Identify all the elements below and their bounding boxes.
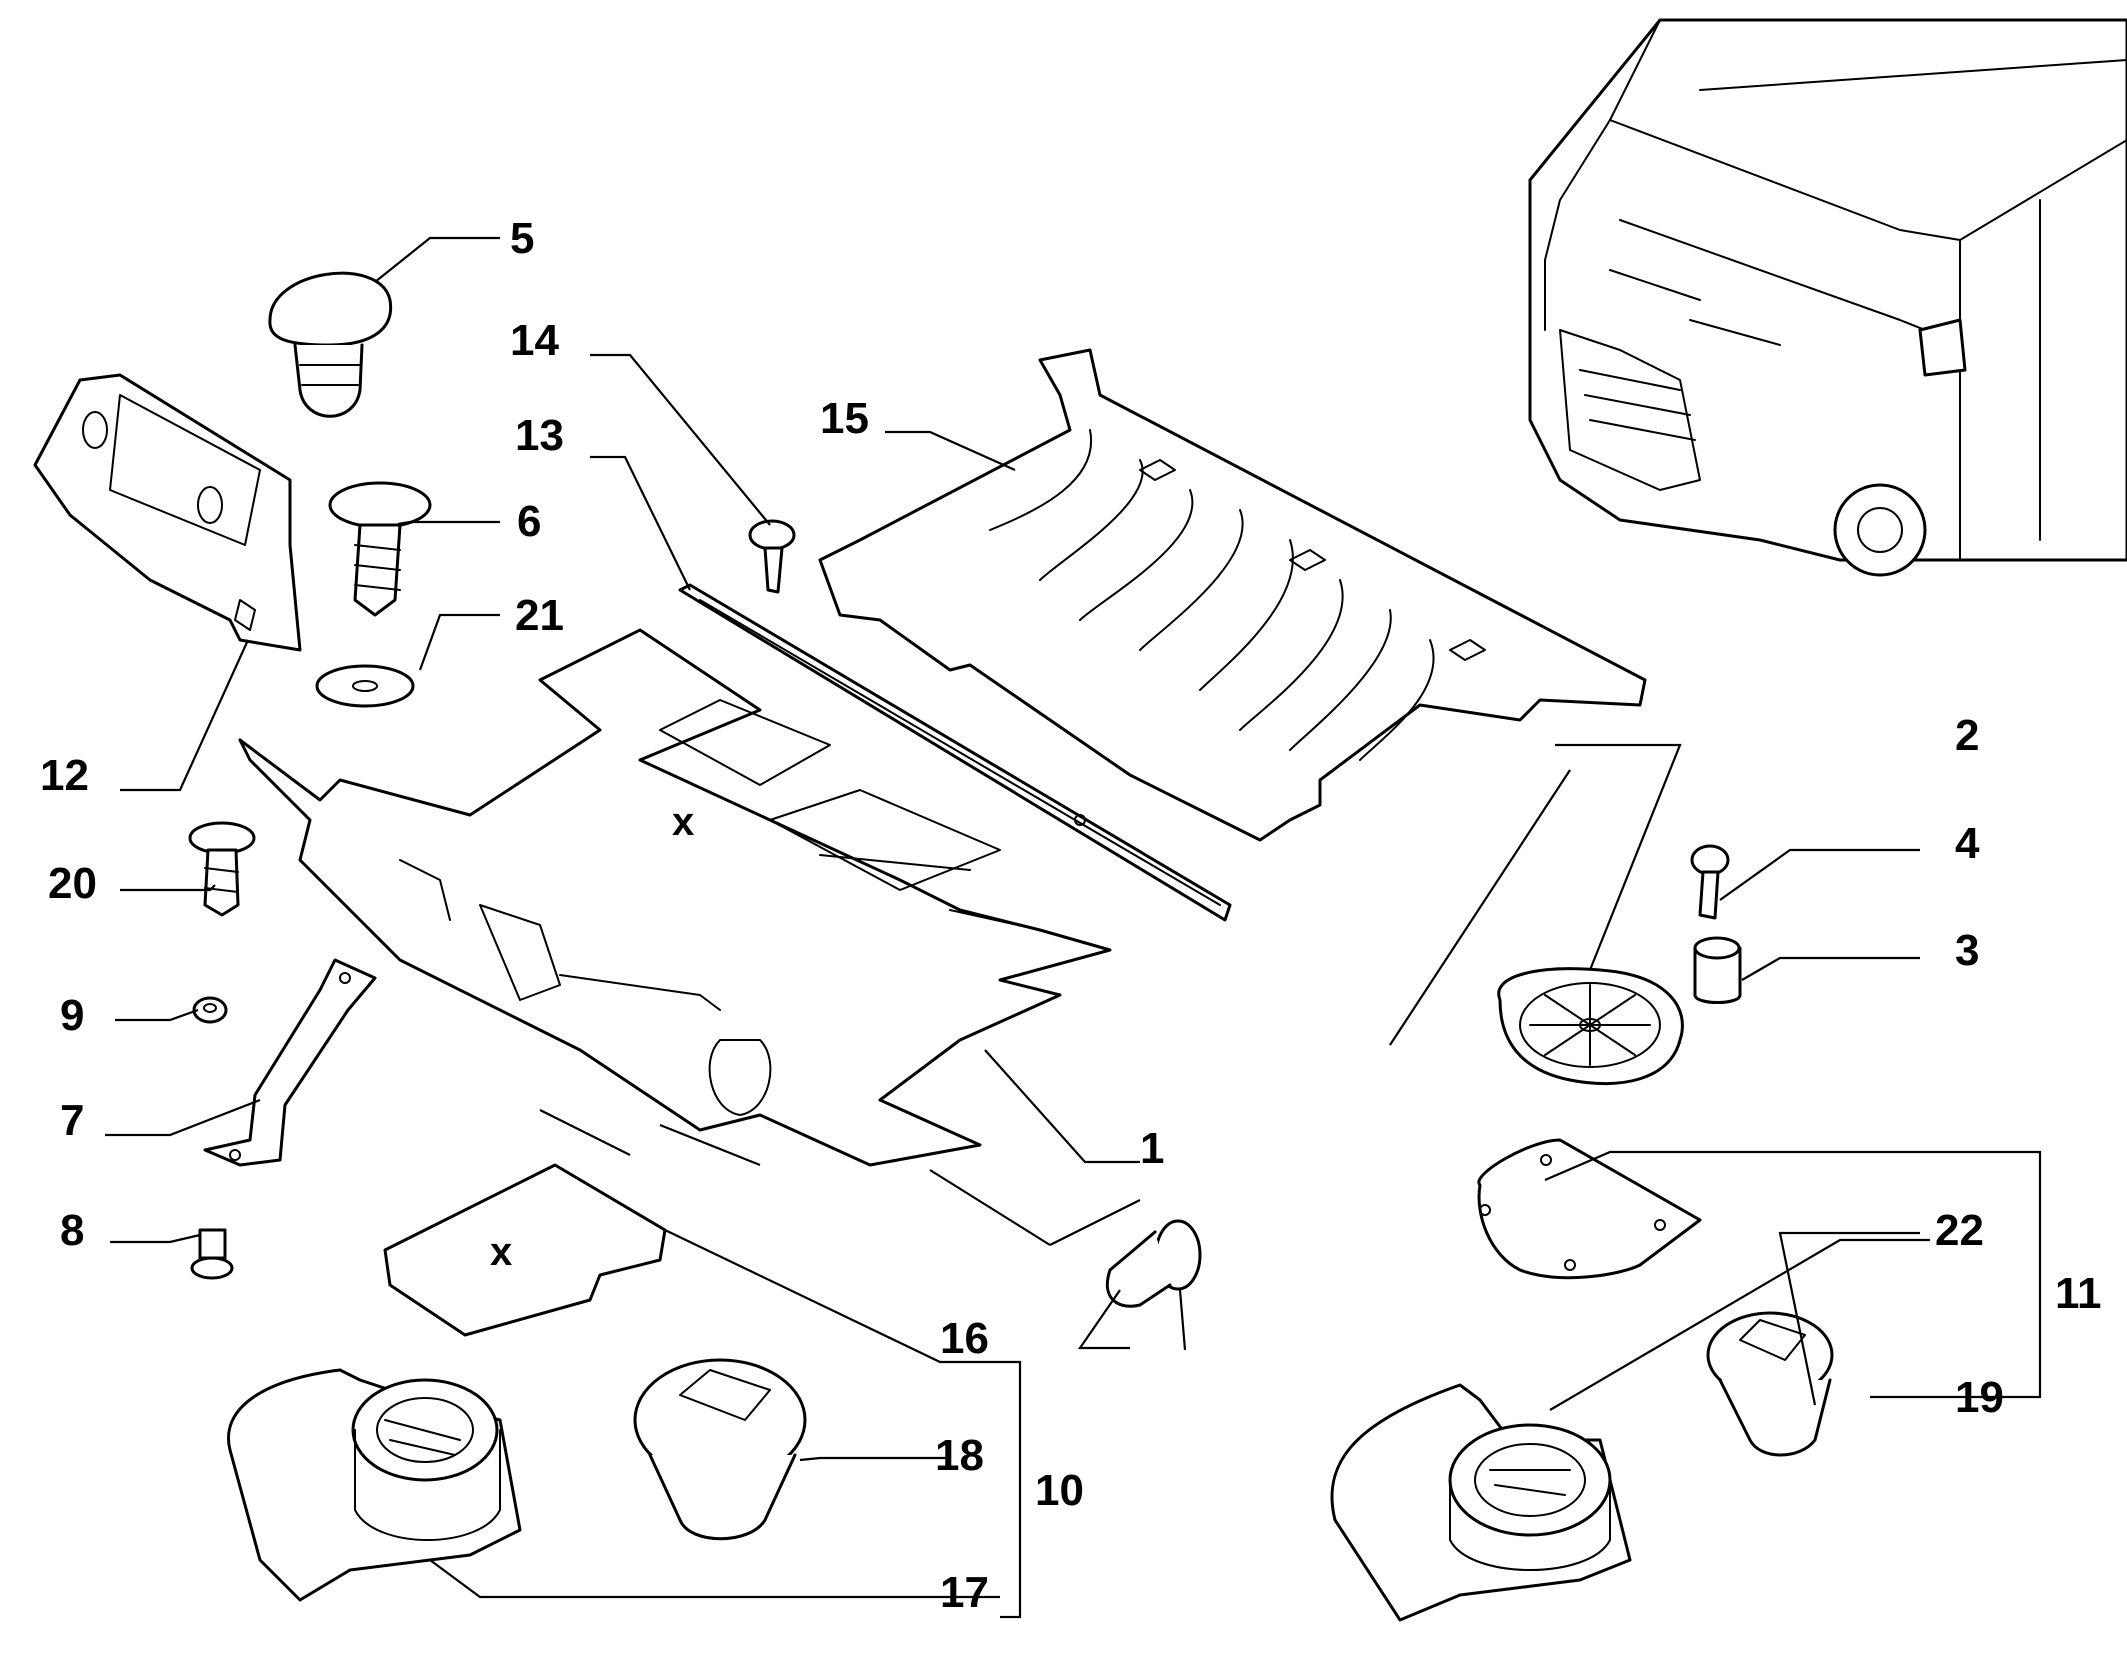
part-7-strap [203,958,377,1167]
part-13-strip [678,583,1232,922]
callout-21: 21 [515,591,564,640]
part-4-screw [1690,844,1730,920]
part-6-push-rivet [328,481,432,617]
callout-6: 6 [517,497,541,546]
callout-11: 11 [2055,1269,2102,1318]
cover-x-marker: x [490,1230,512,1274]
callout-9: 9 [60,991,84,1040]
callout-19: 19 [1955,1373,2004,1422]
part-9-nut [192,996,228,1024]
part-18-cap [633,1358,807,1541]
van-illustration [1528,18,2127,577]
callout-16: 16 [940,1314,989,1363]
part-14-screw [748,519,796,594]
part-22-cup [1330,1383,1632,1622]
callout-3: 3 [1955,926,1979,975]
callout-labels: 1 2 3 4 5 6 7 8 9 10 11 12 13 14 15 16 1… [40,214,2102,1617]
part-19-cap [1706,1311,1834,1457]
callout-22: 22 [1935,1206,1984,1255]
part-3-spacer [1693,936,1742,1004]
callout-7: 7 [60,1096,84,1145]
floor-x-marker: x [672,800,694,844]
callout-14: 14 [510,316,559,365]
part-16-grommet [1105,1219,1202,1308]
callout-4: 4 [1955,819,1980,868]
callout-2: 2 [1955,711,1979,760]
part-17-cup [227,1368,522,1602]
part-5-plug [268,271,393,418]
part-20-push-clip [188,821,256,917]
part-11-cover [1477,1138,1702,1280]
callout-15: 15 [820,394,869,443]
callout-10: 10 [1035,1466,1084,1515]
callout-12: 12 [40,751,89,800]
callout-8: 8 [60,1206,84,1255]
part-21-washer [315,664,415,708]
callout-1: 1 [1140,1124,1164,1173]
callout-17: 17 [940,1568,989,1617]
callout-18: 18 [935,1431,984,1480]
part-12-bracket [33,373,302,652]
leader-lines [105,236,2042,1619]
part-15-floor-plate [818,348,1647,842]
part-10-cover [383,1163,667,1337]
part-1-floor-panel [238,628,1112,1167]
callout-13: 13 [515,411,564,460]
callout-20: 20 [48,859,97,908]
part-8-bolt [190,1228,234,1280]
part-2-speaker [1497,967,1684,1086]
callout-5: 5 [510,214,534,263]
